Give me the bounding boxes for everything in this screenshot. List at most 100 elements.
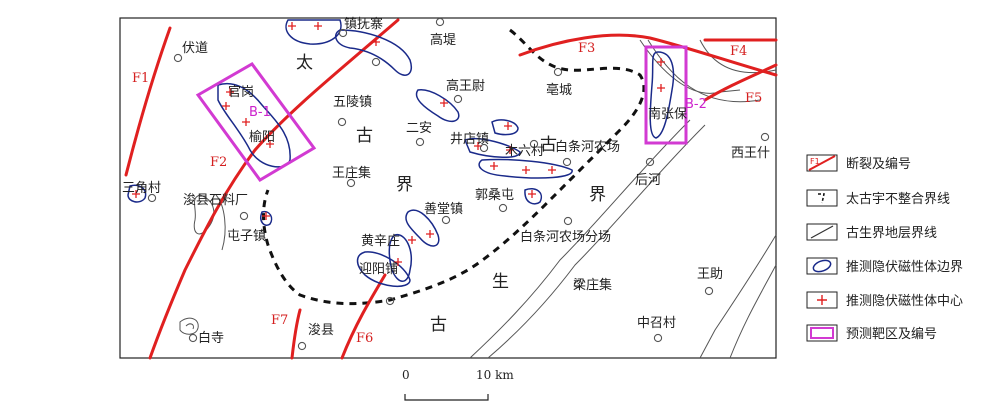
place-label: 中召村	[637, 316, 676, 331]
magnetic-center	[528, 190, 536, 198]
magnetic-center	[314, 22, 322, 30]
magnetic-centers	[132, 22, 665, 266]
settlement-dot	[563, 216, 573, 226]
magnetic-body	[285, 19, 342, 45]
stratum-line	[179, 317, 199, 335]
unconformity-icon	[806, 189, 838, 207]
fault-label: F5	[745, 91, 762, 106]
region-label: 古	[540, 135, 557, 155]
region-labels: 太 古 界 古 界 生 古	[296, 53, 606, 335]
region-label: 界	[396, 175, 413, 195]
place-label: 二安	[406, 121, 432, 136]
place-label: 迎阳铺	[359, 262, 398, 277]
magnetic-bodies	[127, 19, 675, 287]
magnetic-center	[262, 212, 270, 220]
place-label: 榆阳	[249, 130, 275, 145]
scale-bar: 0 10 km	[402, 368, 514, 401]
settlement-dot	[385, 296, 395, 306]
target-area-b1	[195, 62, 317, 182]
target-area-b2	[644, 45, 688, 145]
fault-label: F3	[578, 41, 595, 56]
fault-label: F7	[271, 313, 288, 328]
place-label: 白条河农场	[555, 139, 620, 155]
region-label: 古	[356, 126, 373, 146]
magnetic-center	[226, 88, 234, 96]
stratum-boundary-icon	[806, 223, 838, 241]
place-label: 亳城	[546, 82, 572, 98]
settlement-dot	[188, 333, 198, 343]
magnetic-body	[356, 251, 411, 287]
settlement-dot	[297, 341, 307, 351]
target-label: B-1	[249, 105, 271, 120]
magnetic-center	[440, 99, 448, 107]
fault-icon: F1	[806, 154, 838, 172]
magnetic-body	[217, 83, 291, 168]
settlement-dot	[553, 67, 563, 77]
place-labels: 伏道 镇抚寨 高堤 高王尉 亳城 五陵镇 二安 井店镇 木六村 白条河农场 西王…	[122, 16, 770, 346]
fault-label: F2	[210, 155, 227, 170]
place-label: 五陵镇	[333, 95, 372, 110]
settlement-dot	[371, 57, 381, 67]
place-label: 屯子镇	[227, 229, 266, 244]
legend-label: 预测靶区及编号	[846, 327, 937, 342]
place-label: 井店镇	[450, 132, 489, 147]
place-label: 三角村	[122, 181, 161, 196]
fault-f5	[703, 63, 778, 102]
map-frame	[119, 17, 777, 359]
place-label: 白寺	[198, 330, 224, 346]
magnetic-body	[405, 209, 440, 247]
scale-start-label: 0	[402, 368, 410, 382]
target-areas	[195, 45, 688, 182]
settlement-dot	[653, 333, 663, 343]
fault-icon-text: F1	[810, 157, 820, 166]
settlement-dot	[441, 215, 451, 225]
region-label: 生	[492, 272, 509, 292]
fault-label: F6	[356, 331, 373, 346]
settlements	[147, 17, 770, 351]
legend: F1 断裂及编号 太古宇不整合界线 古生界地层界线 推测隐伏磁性体边界 推测隐伏…	[806, 154, 963, 342]
stratum-line	[469, 119, 691, 359]
legend-label: 推测隐伏磁性体中心	[846, 294, 963, 309]
settlement-dot	[338, 28, 348, 38]
legend-label: 太古宇不整合界线	[846, 192, 950, 207]
settlement-dot	[346, 178, 356, 188]
settlement-dot	[415, 137, 425, 147]
region-label: 古	[430, 315, 447, 335]
fault-f7	[290, 308, 302, 360]
stratum-line	[185, 323, 194, 330]
fault-label: F4	[730, 44, 747, 59]
fault-f6	[340, 273, 387, 360]
place-label: 高王尉	[446, 78, 485, 94]
magnetic-center	[242, 118, 250, 126]
magnetic-center	[490, 162, 498, 170]
magnetic-center	[657, 84, 665, 92]
place-label: 官岗	[228, 84, 254, 100]
place-label: 梁庄集	[573, 277, 612, 293]
legend-label: 推测隐伏磁性体边界	[846, 260, 963, 275]
fault-labels: F1 F2 F3 F4 F5 F6 F7	[132, 41, 762, 346]
magnetic-body	[524, 188, 542, 205]
unconformity-boundary	[262, 28, 646, 306]
fault-f3	[518, 33, 778, 77]
magnetic-body	[260, 210, 273, 226]
settlement-dot	[573, 279, 583, 289]
magnetic-body	[388, 234, 412, 282]
place-label: 浚县	[308, 323, 334, 338]
place-label: 后河	[635, 173, 661, 188]
settlement-dot	[645, 157, 655, 167]
magnetic-center	[426, 230, 434, 238]
anomaly-boundary-icon	[806, 257, 838, 275]
settlement-dot	[453, 94, 463, 104]
magnetic-center	[522, 166, 530, 174]
place-label: 高堤	[430, 32, 456, 48]
unconformity-line	[262, 28, 646, 306]
target-label: B-2	[685, 97, 707, 112]
settlement-dot	[435, 17, 445, 27]
place-label: 白条河农场分场	[520, 229, 611, 245]
fault-label: F1	[132, 71, 149, 86]
settlement-dot	[479, 143, 489, 153]
magnetic-center	[504, 122, 512, 130]
scale-end-label: 10 km	[476, 368, 514, 382]
place-label: 西王什	[731, 146, 770, 161]
